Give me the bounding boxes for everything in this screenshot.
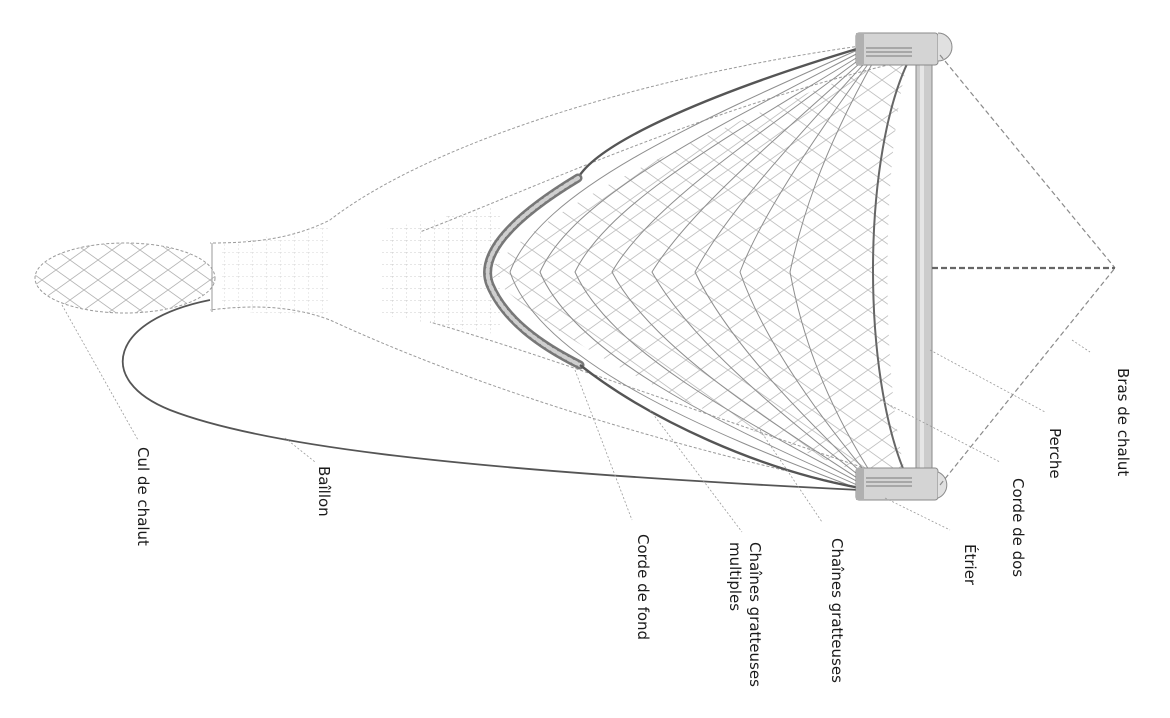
leader-baillon (284, 437, 316, 463)
leader-bras-de-chalut (1071, 339, 1091, 353)
cod-end (34, 242, 216, 314)
label-corde-de-fond: Corde de fond (634, 534, 652, 640)
label-cul-de-chalut: Cul de chalut (134, 447, 152, 546)
label-chaines-multiples-line1: Chaînes gratteuses (746, 542, 764, 687)
leader-chaines-gratteuses (759, 429, 823, 523)
label-baillon: Baîllon (315, 466, 333, 517)
trawl-head-bottom (855, 467, 948, 501)
leader-etrier (884, 497, 951, 531)
net-square-mesh (220, 205, 500, 335)
towing-bridles (932, 54, 1116, 486)
leader-corde-de-dos (879, 399, 1001, 463)
label-bras-de-chalut: Bras de chalut (1114, 368, 1132, 476)
leader-chaines-multiples (649, 409, 743, 533)
leader-cul-de-chalut (61, 304, 139, 441)
leader-corde-de-fond (574, 369, 633, 521)
label-corde-de-dos: Corde de dos (1009, 478, 1027, 577)
label-perche: Perche (1046, 428, 1064, 479)
labels: Cul de chalut Baîllon Corde de fond Chaî… (134, 368, 1132, 687)
label-chaines-multiples-line2: multiples (726, 542, 744, 611)
head-line (872, 53, 913, 489)
trawl-head-top (855, 32, 953, 66)
label-etrier: Étrier (961, 544, 980, 586)
beam (915, 49, 933, 491)
leader-perche (929, 349, 1046, 413)
scraping-chains (509, 47, 877, 491)
ground-rope (483, 46, 861, 490)
label-chaines-gratteuses: Chaînes gratteuses (828, 538, 846, 683)
tickler-line (121, 299, 861, 491)
leader-lines (61, 304, 1091, 533)
